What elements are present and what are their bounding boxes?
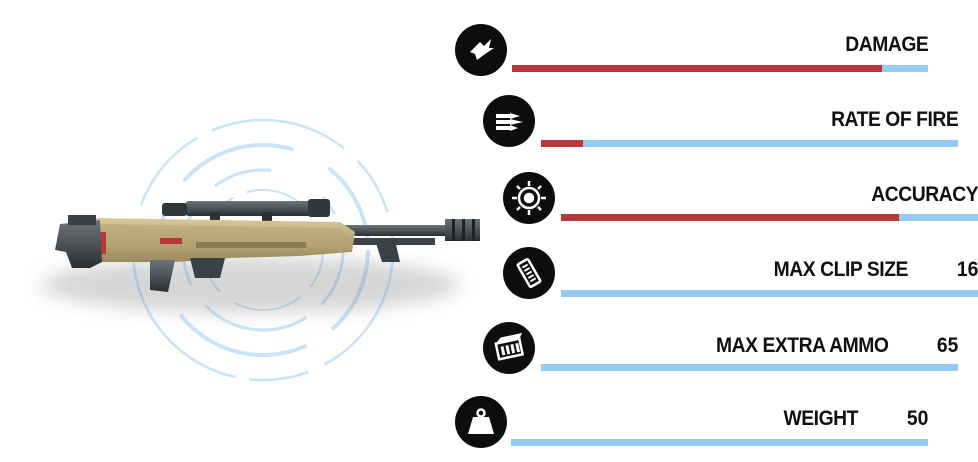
stat-bar [561, 290, 978, 297]
stat-row-max-clip-size: MAX CLIP SIZE 16 [500, 243, 978, 313]
stat-value: 16 [956, 258, 978, 281]
target-icon [503, 172, 555, 224]
sniper-rifle-image [40, 199, 480, 313]
stat-row-accuracy: ACCURACY [500, 168, 978, 238]
stat-row-max-extra-ammo: MAX EXTRA AMMO 65 [480, 319, 958, 389]
stat-bar [511, 439, 928, 446]
stat-bar-fill [541, 140, 583, 147]
stat-label: MAX EXTRA AMMO [715, 334, 889, 357]
stat-bar [541, 364, 958, 371]
stat-label: RATE OF FIRE [830, 108, 959, 131]
stat-label: ACCURACY [871, 183, 978, 206]
bullets-icon [483, 95, 535, 147]
stat-label: MAX CLIP SIZE [773, 258, 909, 281]
stat-bar-fill [512, 65, 883, 72]
stat-row-rate-of-fire: RATE OF FIRE [480, 91, 970, 161]
stat-bar [512, 65, 928, 72]
stat-label: DAMAGE [844, 33, 929, 56]
stat-value: 65 [936, 334, 958, 357]
weapon-panel [0, 0, 480, 456]
stat-value: 50 [906, 407, 928, 430]
stat-bar [541, 140, 958, 147]
clip-icon [503, 247, 555, 299]
ammo-box-icon [483, 322, 535, 374]
stat-row-damage: DAMAGE [450, 15, 940, 85]
damage-icon [455, 24, 507, 76]
stat-row-weight: WEIGHT 50 [450, 392, 928, 462]
stat-label: WEIGHT [783, 407, 858, 430]
weight-icon [455, 396, 507, 448]
stat-bar-fill [561, 214, 899, 221]
stat-bar [561, 214, 978, 221]
